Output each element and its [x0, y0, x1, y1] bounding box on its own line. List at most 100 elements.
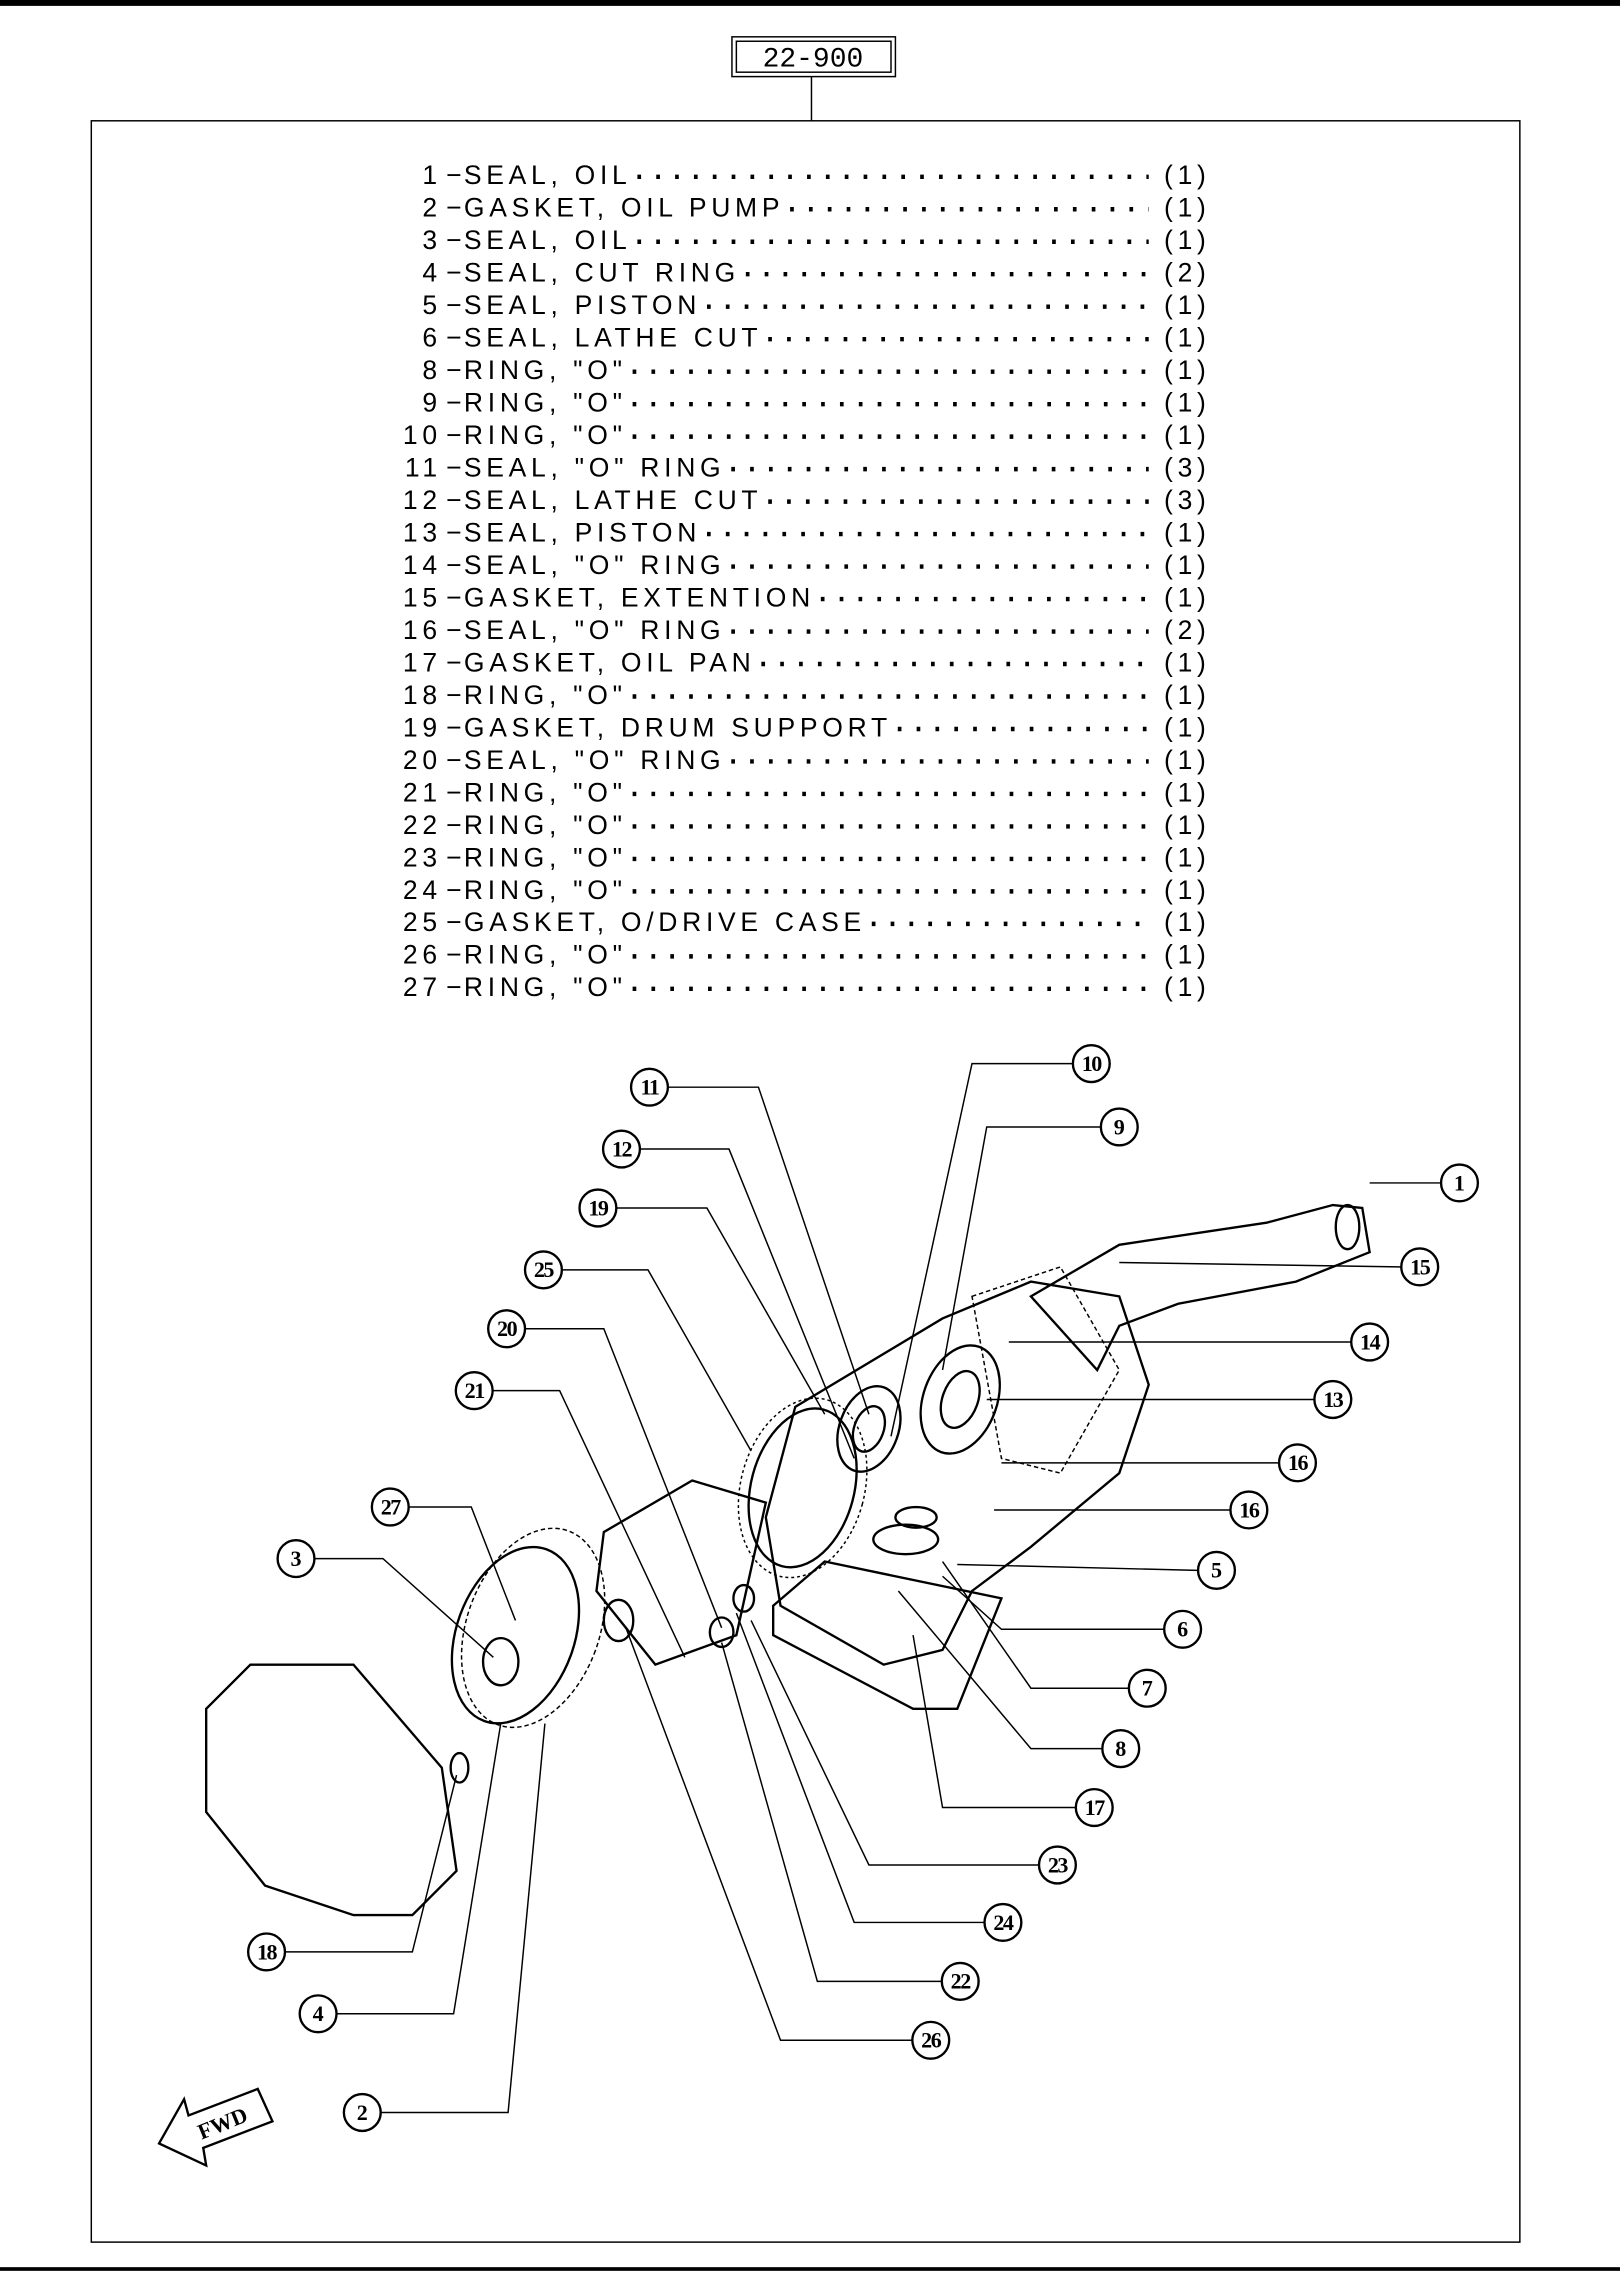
parts-list-row: 15−GASKET, EXTENTION(1)	[403, 582, 1211, 612]
callout-17: 17	[912, 1635, 1114, 1828]
bottom-rule	[0, 2267, 1620, 2271]
part-quantity: (1)	[1164, 582, 1211, 612]
callout-circle	[1439, 1163, 1480, 1203]
part-number: 1	[422, 160, 441, 190]
parts-list-row: 3−SEAL, OIL(1)	[422, 225, 1206, 255]
callout-circle	[1071, 1044, 1111, 1084]
callout-13: 13	[986, 1379, 1353, 1420]
callout-circle	[629, 1067, 670, 1107]
part-name: RING, "O"	[464, 810, 627, 840]
callout-circle	[911, 2020, 951, 2060]
parts-list-row: 20−SEAL, "O" RING(1)	[403, 745, 1206, 775]
leader-line	[941, 1561, 1129, 1689]
callout-number: 1	[1454, 1170, 1465, 1195]
callout-circle	[298, 1994, 338, 2034]
leader-line	[525, 1328, 723, 1629]
callout-circle	[1101, 1729, 1141, 1769]
callout-number: 15	[1410, 1254, 1431, 1279]
part-quantity: (1)	[1164, 777, 1211, 807]
callout-number: 3	[290, 1546, 301, 1571]
leader-line	[285, 1774, 458, 1953]
callout-number: 26	[921, 2028, 942, 2053]
leader-line	[890, 1062, 1073, 1437]
part-quantity: (1)	[1164, 193, 1211, 223]
leader-line	[381, 1723, 546, 2114]
part-quantity: (1)	[1164, 388, 1211, 418]
callout-5: 5	[957, 1550, 1237, 1590]
part-quantity: (1)	[1164, 680, 1211, 710]
part-name: GASKET, OIL PAN	[464, 647, 756, 677]
callout-number: 4	[313, 2001, 324, 2026]
callout-circle	[487, 1309, 527, 1349]
callout-11: 11	[629, 1067, 870, 1415]
callout-number: 13	[1323, 1387, 1344, 1412]
callout-22: 22	[720, 1642, 980, 2001]
part-quantity: (1)	[1164, 647, 1211, 677]
part-number: 19	[403, 712, 442, 742]
part-name: RING, "O"	[464, 420, 627, 450]
parts-list-row: 2−GASKET, OIL PUMP(1)	[422, 193, 1211, 223]
callout-circle	[940, 1961, 980, 2001]
callout-number: 16	[1288, 1450, 1309, 1475]
part-number: 14	[403, 550, 442, 580]
parts-list-row: 8−RING, "O"(1)	[422, 355, 1211, 385]
separator: −	[446, 225, 466, 255]
part-name: SEAL, "O" RING	[464, 615, 725, 645]
part-name: RING, "O"	[464, 875, 627, 905]
callout-number: 10	[1082, 1051, 1103, 1076]
callout-circle	[523, 1250, 564, 1290]
top-rule	[0, 0, 1620, 6]
separator: −	[446, 485, 466, 515]
callout-16: 16	[1001, 1443, 1318, 1483]
separator: −	[446, 842, 466, 872]
callout-15: 15	[1119, 1247, 1440, 1287]
separator: −	[446, 647, 466, 677]
leader-line	[941, 1126, 1101, 1371]
extension-housing	[1029, 1203, 1371, 1373]
part-name: SEAL, OIL	[464, 160, 632, 190]
callout-number: 19	[588, 1195, 609, 1220]
oil-pan	[772, 1560, 1004, 1711]
part-quantity: (1)	[1164, 323, 1211, 353]
fwd-label: FWD	[194, 2102, 251, 2144]
parts-list-row: 6−SEAL, LATHE CUT(1)	[422, 323, 1211, 353]
part-quantity: (1)	[1164, 355, 1211, 385]
leader-line	[493, 1389, 686, 1658]
part-name: SEAL, "O" RING	[464, 452, 725, 482]
part-number: 10	[403, 420, 442, 450]
part-number: 13	[403, 517, 442, 547]
part-number: 23	[403, 842, 442, 872]
callout-number: 21	[465, 1378, 485, 1403]
part-quantity: (3)	[1164, 485, 1211, 515]
separator: −	[446, 940, 466, 970]
parts-list-row: 14−SEAL, "O" RING(1)	[403, 550, 1206, 580]
part-quantity: (1)	[1164, 160, 1211, 190]
part-number: 20	[403, 745, 442, 775]
leader-line	[562, 1269, 752, 1452]
parts-list-row: 23−RING, "O"(1)	[403, 842, 1206, 872]
leader-line	[942, 1575, 1164, 1631]
leader-line	[897, 1590, 1102, 1750]
callout-number: 12	[612, 1136, 633, 1161]
leader-line	[409, 1506, 517, 1621]
callout-2: 2	[342, 1723, 546, 2133]
part-name: GASKET, DRUM SUPPORT	[464, 712, 892, 742]
part-name: SEAL, CUT RING	[464, 258, 740, 288]
part-number: 15	[403, 582, 442, 612]
callout-23: 23	[750, 1620, 1078, 1885]
callout-number: 5	[1211, 1558, 1222, 1583]
reference-code: 22-900	[763, 44, 864, 75]
callout-circle	[342, 2092, 382, 2133]
separator: −	[446, 258, 466, 288]
leader-line	[735, 1612, 984, 1924]
part-name: SEAL, PISTON	[464, 290, 701, 320]
parts-list-row: 1−SEAL, OIL(1)	[422, 160, 1211, 190]
callout-16: 16	[994, 1490, 1269, 1530]
callout-21: 21	[454, 1371, 686, 1658]
part-name: RING, "O"	[464, 842, 627, 872]
callout-25: 25	[523, 1250, 752, 1452]
separator: −	[446, 972, 466, 1002]
callout-number: 16	[1239, 1497, 1260, 1522]
separator: −	[446, 712, 466, 742]
callout-number: 20	[497, 1316, 518, 1341]
